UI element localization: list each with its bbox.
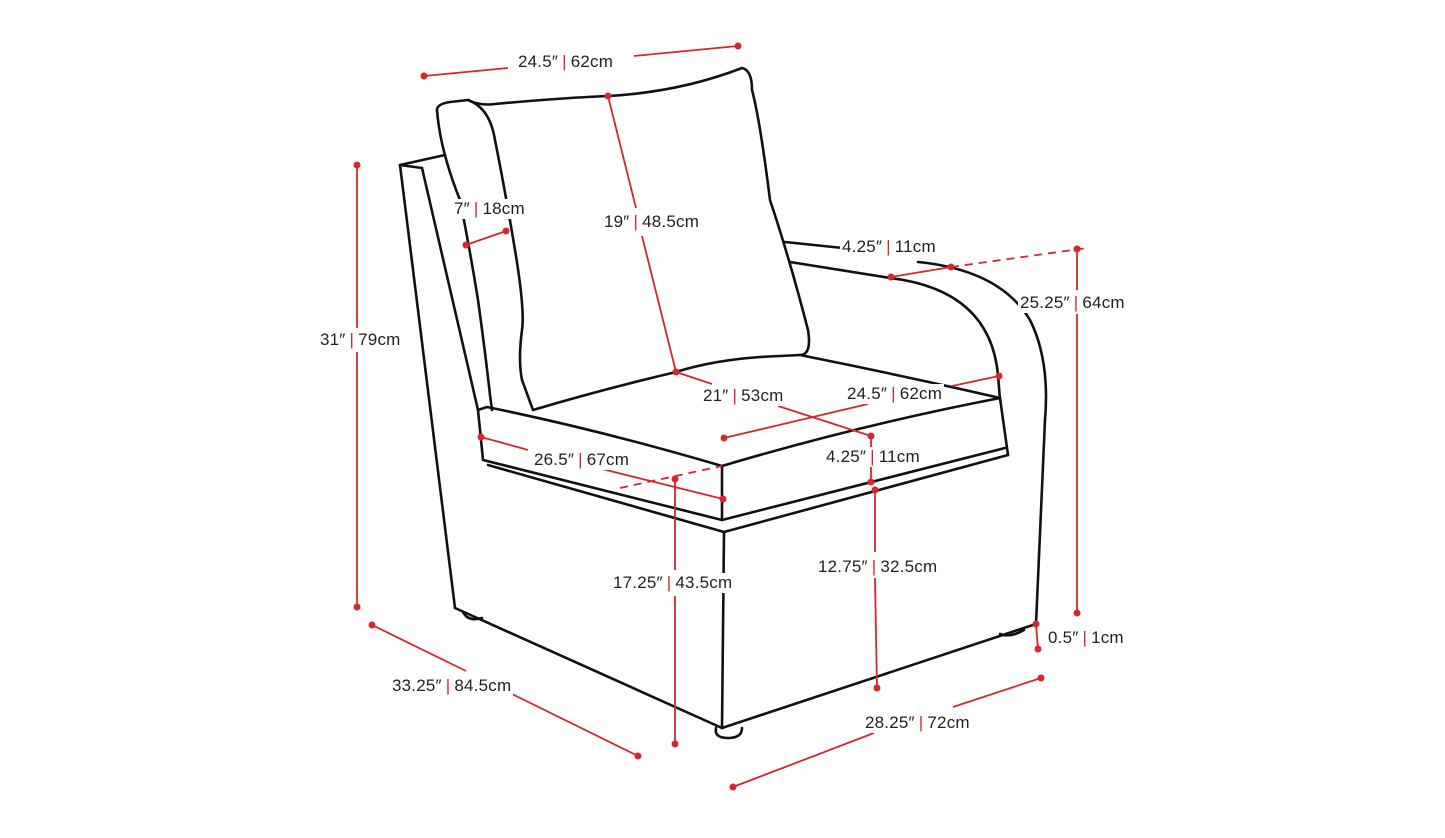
imperial-value: 17.25″ bbox=[613, 573, 663, 592]
dimension-label-arm-height: 25.25″|64cm bbox=[1018, 293, 1127, 313]
metric-value: 11cm bbox=[878, 447, 920, 466]
dimension-lines bbox=[353, 42, 1088, 791]
dimension-label-seat-cushion-thickness: 4.25″|11cm bbox=[824, 447, 922, 467]
separator: | bbox=[633, 212, 639, 231]
imperial-value: 24.5″ bbox=[847, 384, 888, 403]
imperial-value: 26.5″ bbox=[534, 450, 575, 469]
separator: | bbox=[349, 330, 355, 349]
metric-value: 62cm bbox=[899, 384, 943, 403]
dimension-label-seat-cushion-width: 24.5″|62cm bbox=[845, 384, 945, 404]
metric-value: 1cm bbox=[1091, 628, 1124, 647]
dimension-label-leg-height: 0.5″|1cm bbox=[1046, 628, 1126, 648]
imperial-value: 7″ bbox=[454, 199, 470, 218]
imperial-value: 12.75″ bbox=[818, 557, 868, 576]
separator: | bbox=[666, 573, 672, 592]
dimension-label-back-cushion-height: 19″|48.5cm bbox=[602, 212, 702, 232]
dimension-label-seat-height: 17.25″|43.5cm bbox=[611, 573, 735, 593]
separator: | bbox=[578, 450, 583, 469]
separator: | bbox=[445, 676, 451, 695]
dimension-label-base-height: 12.75″|32.5cm bbox=[816, 557, 940, 577]
metric-value: 67cm bbox=[586, 450, 630, 469]
separator: | bbox=[918, 713, 924, 732]
metric-value: 72cm bbox=[927, 713, 970, 732]
separator: | bbox=[871, 557, 877, 576]
dimension-label-back-cushion-width: 24.5″|62cm bbox=[516, 52, 616, 72]
metric-value: 48.5cm bbox=[642, 212, 700, 231]
imperial-value: 25.25″ bbox=[1020, 293, 1070, 312]
dimension-label-overall-height: 31″|79cm bbox=[318, 330, 403, 350]
separator: | bbox=[1082, 628, 1088, 647]
separator: | bbox=[473, 199, 479, 218]
dimension-label-arm-pillow-thickness: 7″|18cm bbox=[452, 199, 527, 219]
separator: | bbox=[870, 447, 875, 466]
separator: | bbox=[562, 52, 567, 71]
dimension-label-seat-depth: 21″|53cm bbox=[701, 386, 786, 406]
imperial-value: 24.5″ bbox=[518, 52, 559, 71]
imperial-value: 4.25″ bbox=[826, 447, 867, 466]
separator: | bbox=[732, 386, 738, 405]
metric-value: 84.5cm bbox=[454, 676, 512, 695]
separator: | bbox=[886, 237, 891, 256]
imperial-value: 21″ bbox=[703, 386, 729, 405]
separator: | bbox=[1073, 293, 1079, 312]
dimension-label-arm-width: 4.25″|11cm bbox=[840, 237, 938, 257]
metric-value: 18cm bbox=[482, 199, 525, 218]
imperial-value: 19″ bbox=[604, 212, 630, 231]
dimension-label-overall-width: 28.25″|72cm bbox=[863, 713, 972, 733]
metric-value: 79cm bbox=[358, 330, 401, 349]
dimension-label-overall-depth: 33.25″|84.5cm bbox=[390, 676, 514, 696]
imperial-value: 0.5″ bbox=[1048, 628, 1079, 647]
imperial-value: 31″ bbox=[320, 330, 346, 349]
dimension-label-seat-cushion-length: 26.5″|67cm bbox=[532, 450, 632, 470]
metric-value: 53cm bbox=[741, 386, 784, 405]
metric-value: 62cm bbox=[570, 52, 614, 71]
metric-value: 43.5cm bbox=[675, 573, 733, 592]
metric-value: 11cm bbox=[894, 237, 936, 256]
imperial-value: 33.25″ bbox=[392, 676, 442, 695]
imperial-value: 28.25″ bbox=[865, 713, 915, 732]
metric-value: 32.5cm bbox=[880, 557, 938, 576]
imperial-value: 4.25″ bbox=[842, 237, 883, 256]
metric-value: 64cm bbox=[1082, 293, 1125, 312]
separator: | bbox=[891, 384, 896, 403]
